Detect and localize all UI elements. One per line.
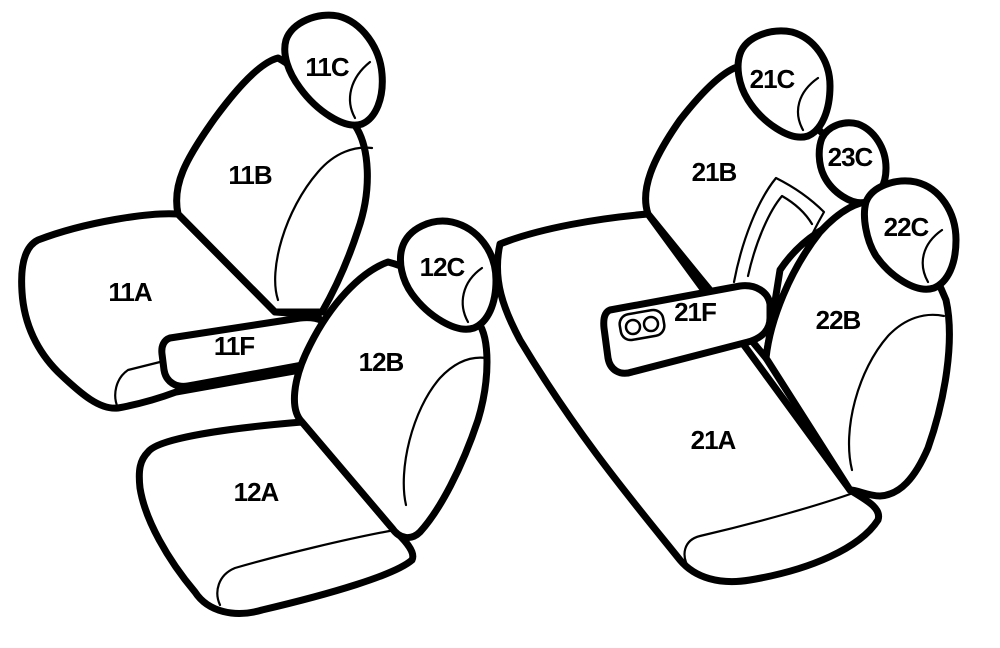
seat-part-12a <box>135 418 417 617</box>
label-22b: 22B <box>816 305 861 335</box>
seat-part-11c <box>281 11 386 129</box>
label-11b: 11B <box>228 160 271 190</box>
seat-part-22c <box>860 177 960 293</box>
rear-bench-seat <box>494 27 960 586</box>
seat-part-21f <box>600 282 774 377</box>
label-23c: 23C <box>828 142 874 172</box>
label-21b: 21B <box>692 157 737 187</box>
label-22c: 22C <box>884 212 930 242</box>
label-12c: 12C <box>420 252 466 282</box>
label-11c: 11C <box>305 52 349 82</box>
label-21a: 21A <box>691 425 737 455</box>
label-11f: 11F <box>214 331 254 361</box>
cup-holder-icon <box>618 308 666 342</box>
seat-part-21c <box>734 27 834 141</box>
label-21f: 21F <box>674 297 716 327</box>
seat-part-12c <box>396 217 500 333</box>
label-21c: 21C <box>750 64 796 94</box>
label-12b: 12B <box>359 347 404 377</box>
label-12a: 12A <box>234 477 280 507</box>
front-right-seat <box>135 217 500 617</box>
label-11a: 11A <box>108 277 152 307</box>
